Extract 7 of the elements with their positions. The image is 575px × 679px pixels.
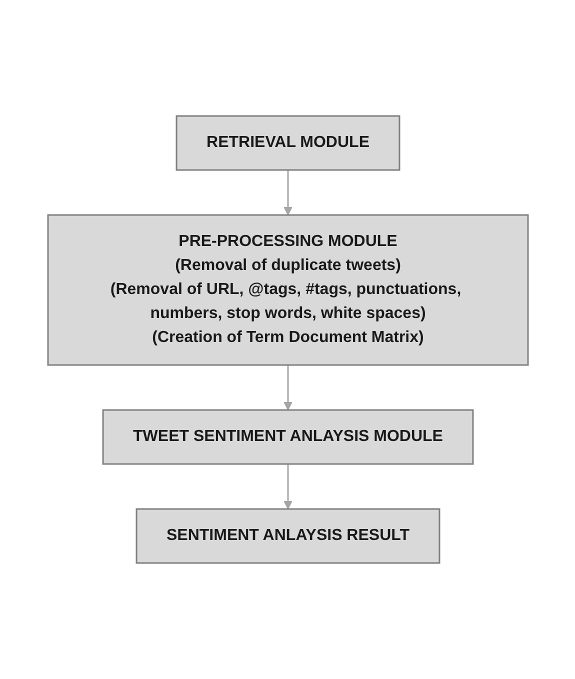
arrow xyxy=(283,464,292,510)
node-box: RETRIEVAL MODULE xyxy=(175,115,400,171)
arrow xyxy=(283,365,292,410)
node-box: PRE-PROCESSING MODULE (Removal of duplicate tweets) (Removal of URL, @tags, #tags, punctuations, numbers, stop words, white spaces) (Creation of Term Document Matrix) xyxy=(46,214,528,366)
arrow xyxy=(283,170,292,216)
node-box: SENTIMENT ANLAYSIS RESULT xyxy=(135,508,440,564)
node-box: TWEET SENTIMENT ANLAYSIS MODULE xyxy=(102,409,474,465)
